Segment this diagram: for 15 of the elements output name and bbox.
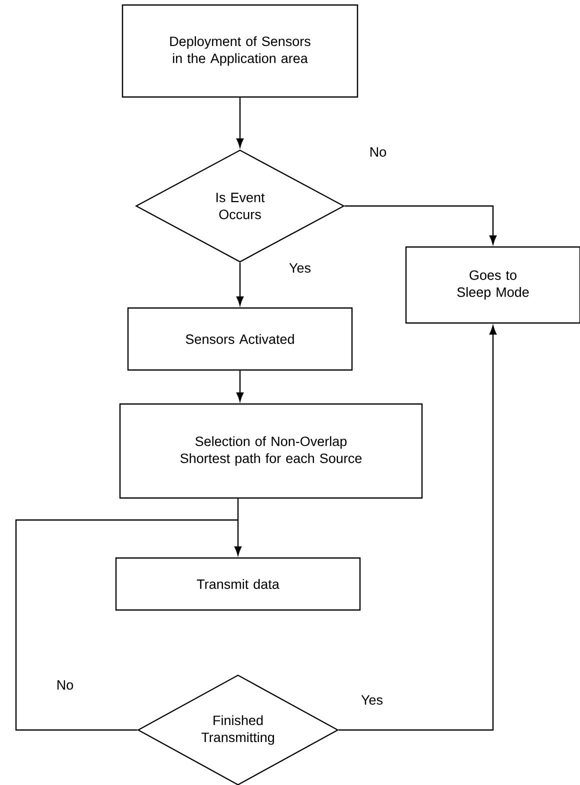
edge-label: Yes <box>360 694 384 706</box>
process-box: Transmit data <box>115 557 361 611</box>
process-box: Deployment of Sensors in the Application area <box>122 4 358 98</box>
arrow <box>338 326 497 731</box>
process-box: Sensors Activated <box>127 307 353 371</box>
arrow <box>236 98 244 148</box>
edge-label: No <box>368 146 388 158</box>
arrow <box>236 262 244 306</box>
arrow <box>236 370 244 402</box>
process-box: Goes to Sleep Mode <box>405 246 580 324</box>
arrow <box>344 205 497 244</box>
edge-label: Yes <box>288 262 312 274</box>
process-box: Selection of Non-Overlap Shortest path for each Source <box>119 403 423 499</box>
arrow <box>234 520 242 556</box>
edge-label: No <box>55 679 75 691</box>
